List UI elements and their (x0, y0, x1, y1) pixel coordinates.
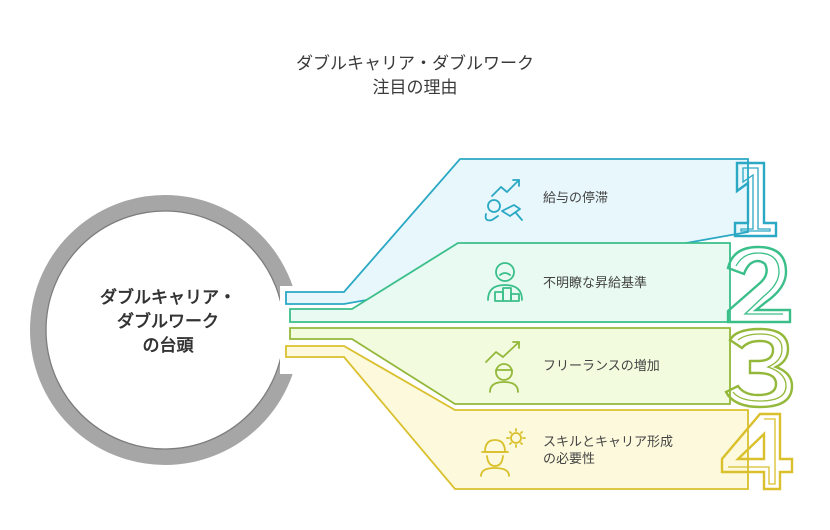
item-label-4-line-1: スキルとキャリア形成 (543, 435, 674, 450)
diagram-title: ダブルキャリア・ダブルワーク 注目の理由 (0, 52, 830, 100)
person-podium-icon (487, 262, 523, 302)
item-label-3: フリーランスの増加 (543, 359, 660, 374)
item-label-4-line-2: の必要性 (543, 452, 596, 467)
hub-ring (30, 195, 300, 465)
band-1 (285, 158, 778, 305)
number-2 (726, 245, 792, 324)
number-3 (724, 327, 794, 409)
band-4 (285, 345, 794, 491)
freelancer-growth-icon (485, 341, 520, 393)
hub-label-line-3: の台頭 (142, 336, 194, 356)
item-label-2: 不明瞭な昇給基準 (543, 276, 648, 291)
item-label-1: 給与の停滞 (543, 191, 609, 206)
worker-gear-icon (480, 428, 526, 477)
band-3 (289, 327, 794, 409)
number-1 (733, 161, 778, 238)
salary-trend-icon (484, 179, 523, 222)
hub-label: ダブルキャリア・ ダブルワーク の台頭 (78, 286, 258, 358)
hub-label-line-1: ダブルキャリア・ (100, 288, 236, 308)
number-4 (720, 412, 794, 491)
hub-label-line-2: ダブルワーク (117, 312, 219, 332)
item-label-4: スキルとキャリア形成 の必要性 (543, 434, 673, 468)
title-line-1: ダブルキャリア・ダブルワーク (296, 54, 534, 74)
title-line-2: 注目の理由 (372, 78, 458, 98)
band-2 (289, 242, 792, 324)
